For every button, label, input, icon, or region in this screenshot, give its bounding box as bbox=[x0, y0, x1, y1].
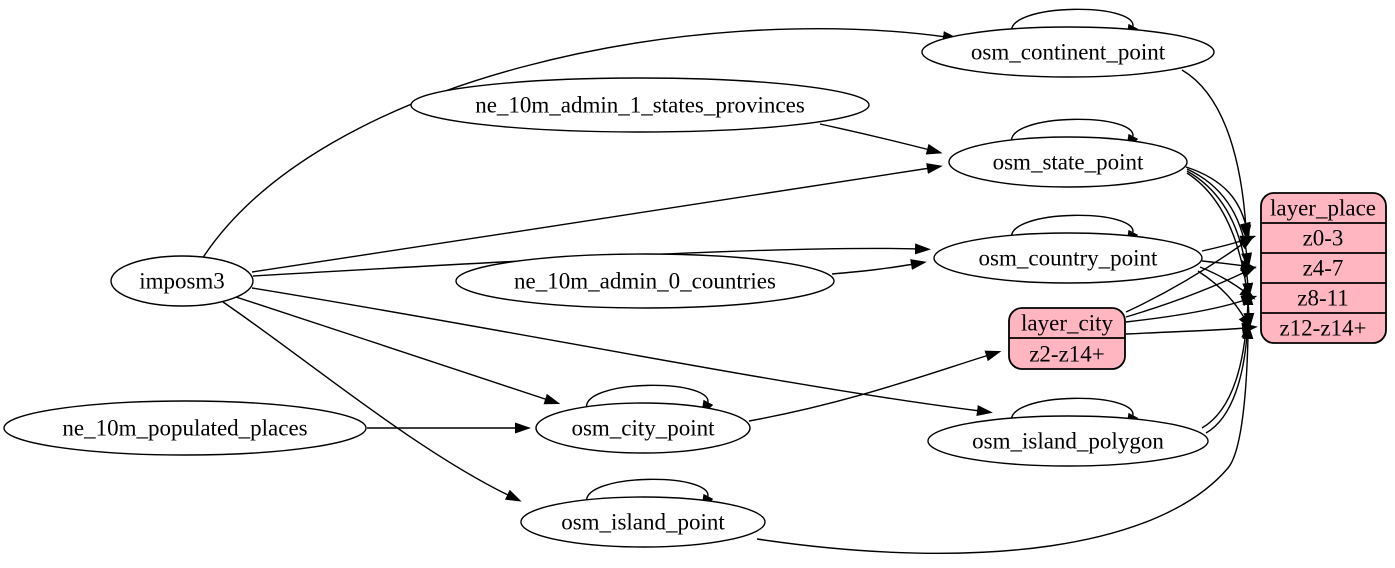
edge-osm_country_point-to-layer_place-z12-z14 bbox=[1197, 270, 1252, 331]
node-ne_10m_populated_places: ne_10m_populated_places bbox=[3, 400, 367, 456]
edge-osm_island_polygon-to-layer_place-z12-z14 bbox=[1205, 322, 1253, 434]
edge-osm_city_point-to-layer_city-z2-z14 bbox=[748, 350, 1002, 422]
node-layer_city: layer_city z2-z14+ bbox=[1008, 307, 1126, 370]
edge-osm_state_point-to-layer_place-z0-3 bbox=[1185, 166, 1251, 239]
osm_country_point-label: osm_country_point bbox=[979, 246, 1158, 271]
osm_state_point-label: osm_state_point bbox=[993, 150, 1144, 175]
layer_place-row-z8-11: z8-11 bbox=[1297, 286, 1349, 311]
imposm3-shape bbox=[110, 255, 254, 307]
ne_10m_populated_places-shape bbox=[3, 400, 367, 456]
edge-osm_country_point-to-layer_place-z4-7 bbox=[1201, 260, 1257, 271]
layer_place-shape bbox=[1260, 192, 1387, 344]
edge-ne_10m_admin_0_countries-to-osm_country_point bbox=[831, 259, 927, 275]
edge-imposm3-to-osm_island_polygon bbox=[251, 287, 993, 417]
node-osm_city_point: osm_city_point bbox=[535, 402, 751, 454]
node-ne_10m_admin_0_countries: ne_10m_admin_0_countries bbox=[455, 253, 835, 309]
layer_place-row-z0-3: z0-3 bbox=[1303, 226, 1344, 251]
osm_island_point-shape bbox=[520, 496, 766, 548]
layer_place-title: layer_place bbox=[1270, 196, 1376, 221]
edge-osm_state_point-self-loop bbox=[1011, 118, 1139, 151]
imposm3-label: imposm3 bbox=[139, 269, 225, 294]
edge-imposm3-to-osm_city_point bbox=[235, 296, 561, 405]
edge-osm_island_point-to-layer_place-z12-z14 bbox=[756, 323, 1254, 555]
edge-ne_10m_admin_1_states_provinces-to-osm_state_point bbox=[819, 123, 943, 155]
edge-osm_continent_point-to-layer_place-z0-3 bbox=[1181, 69, 1252, 241]
ne_10m_admin_1_states_provinces-shape bbox=[410, 77, 870, 133]
node-osm_state_point: osm_state_point bbox=[948, 136, 1188, 188]
edge-layer_city-to-layer_place-z12-z14 bbox=[1125, 322, 1258, 335]
edge-imposm3-to-osm_continent_point bbox=[201, 28, 959, 260]
osm_continent_point-label: osm_continent_point bbox=[971, 40, 1166, 65]
node-layer_place: layer_place z0-3 z4-7 z8-11 z12-z14+ bbox=[1260, 192, 1387, 344]
edge-osm_island_point-self-loop bbox=[586, 478, 714, 511]
ne_10m_admin_0_countries-label: ne_10m_admin_0_countries bbox=[514, 269, 776, 294]
node-osm_continent_point: osm_continent_point bbox=[921, 26, 1215, 78]
layer_city-row-z2-z14: z2-z14+ bbox=[1029, 342, 1105, 367]
layer_place-row-z12-z14: z12-z14+ bbox=[1279, 316, 1366, 341]
edge-osm_island_polygon-to-layer_place-z8-11 bbox=[1201, 289, 1254, 429]
edge-layer_city-to-layer_place-z0-3 bbox=[1125, 235, 1255, 313]
edge-osm_continent_point-self-loop bbox=[1011, 8, 1139, 41]
edge-osm_island_polygon-self-loop bbox=[1011, 397, 1139, 430]
ne_10m_populated_places-label: ne_10m_populated_places bbox=[62, 416, 307, 441]
osm_city_point-label: osm_city_point bbox=[571, 416, 715, 441]
edge-osm_state_point-to-layer_place-z12-z14 bbox=[1186, 172, 1255, 329]
osm_continent_point-shape bbox=[921, 26, 1215, 78]
layer_city-title: layer_city bbox=[1021, 311, 1113, 336]
node-imposm3: imposm3 bbox=[110, 255, 254, 307]
node-osm_island_point: osm_island_point bbox=[520, 496, 766, 548]
ne_10m_admin_0_countries-shape bbox=[455, 253, 835, 309]
osm_island_polygon-label: osm_island_polygon bbox=[972, 429, 1164, 454]
edge-imposm3-to-osm_island_point bbox=[222, 301, 522, 502]
edge-layer_city-to-layer_place-z8-11 bbox=[1125, 295, 1258, 323]
node-ne_10m_admin_1_states_provinces: ne_10m_admin_1_states_provinces bbox=[410, 77, 870, 133]
edge-imposm3-to-osm_state_point bbox=[251, 163, 943, 273]
osm_island_polygon-shape bbox=[927, 415, 1209, 467]
edge-osm_city_point-self-loop bbox=[586, 384, 714, 417]
edge-osm_country_point-self-loop bbox=[1011, 214, 1139, 247]
edge-layer_city-to-layer_place-z4-7 bbox=[1125, 266, 1257, 318]
osm_city_point-shape bbox=[535, 402, 751, 454]
osm_island_point-label: osm_island_point bbox=[561, 510, 725, 535]
osm_state_point-shape bbox=[948, 136, 1188, 188]
ne_10m_admin_1_states_provinces-label: ne_10m_admin_1_states_provinces bbox=[475, 93, 805, 118]
edges-group bbox=[201, 8, 1258, 555]
node-osm_country_point: osm_country_point bbox=[933, 232, 1203, 284]
layer_place-row-z4-7: z4-7 bbox=[1303, 256, 1344, 281]
osm_country_point-shape bbox=[933, 232, 1203, 284]
edge-osm_state_point-to-layer_place-z8-11 bbox=[1186, 170, 1254, 299]
node-osm_island_polygon: osm_island_polygon bbox=[927, 415, 1209, 467]
